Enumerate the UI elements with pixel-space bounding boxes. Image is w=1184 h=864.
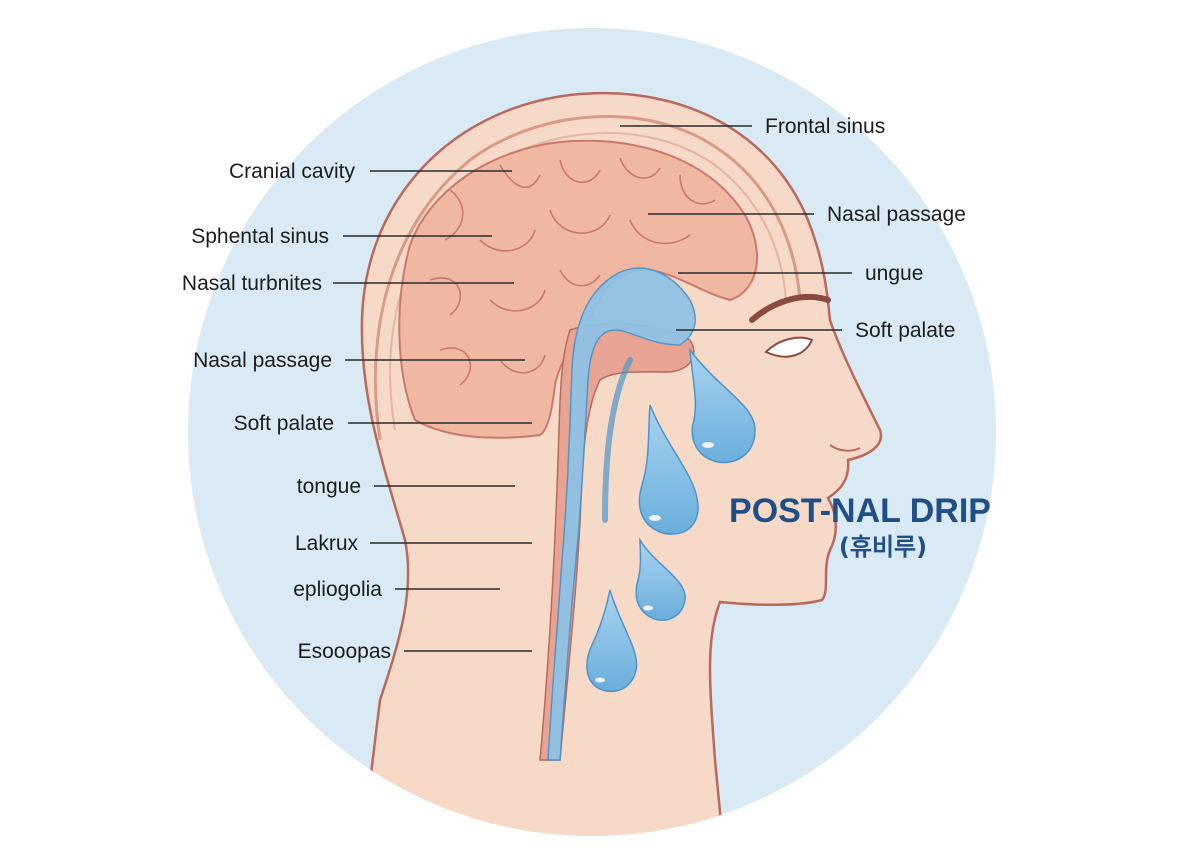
diagram-subtitle: (휴비루) [839, 533, 927, 561]
label-nasal-turbnites: Nasal turbnites [182, 272, 322, 295]
label-tongue: tongue [297, 475, 361, 498]
label-frontal-sinus: Frontal sinus [765, 115, 885, 138]
label-ungue: ungue [865, 262, 923, 285]
label-nasal-passage-right: Nasal passage [827, 203, 966, 226]
label-esooopas: Esooopas [298, 640, 391, 663]
diagram-title: POST-NAL DRIP [729, 492, 991, 530]
label-sphental-sinus: Sphental sinus [191, 225, 329, 248]
label-cranial-cavity: Cranial cavity [229, 160, 356, 183]
label-nasal-passage-left: Nasal passage [193, 349, 332, 372]
label-epliogolia: epliogolia [293, 578, 382, 601]
label-soft-palate-left: Soft palate [234, 412, 334, 435]
label-soft-palate-right: Soft palate [855, 319, 955, 342]
label-lakrux: Lakrux [295, 532, 359, 555]
